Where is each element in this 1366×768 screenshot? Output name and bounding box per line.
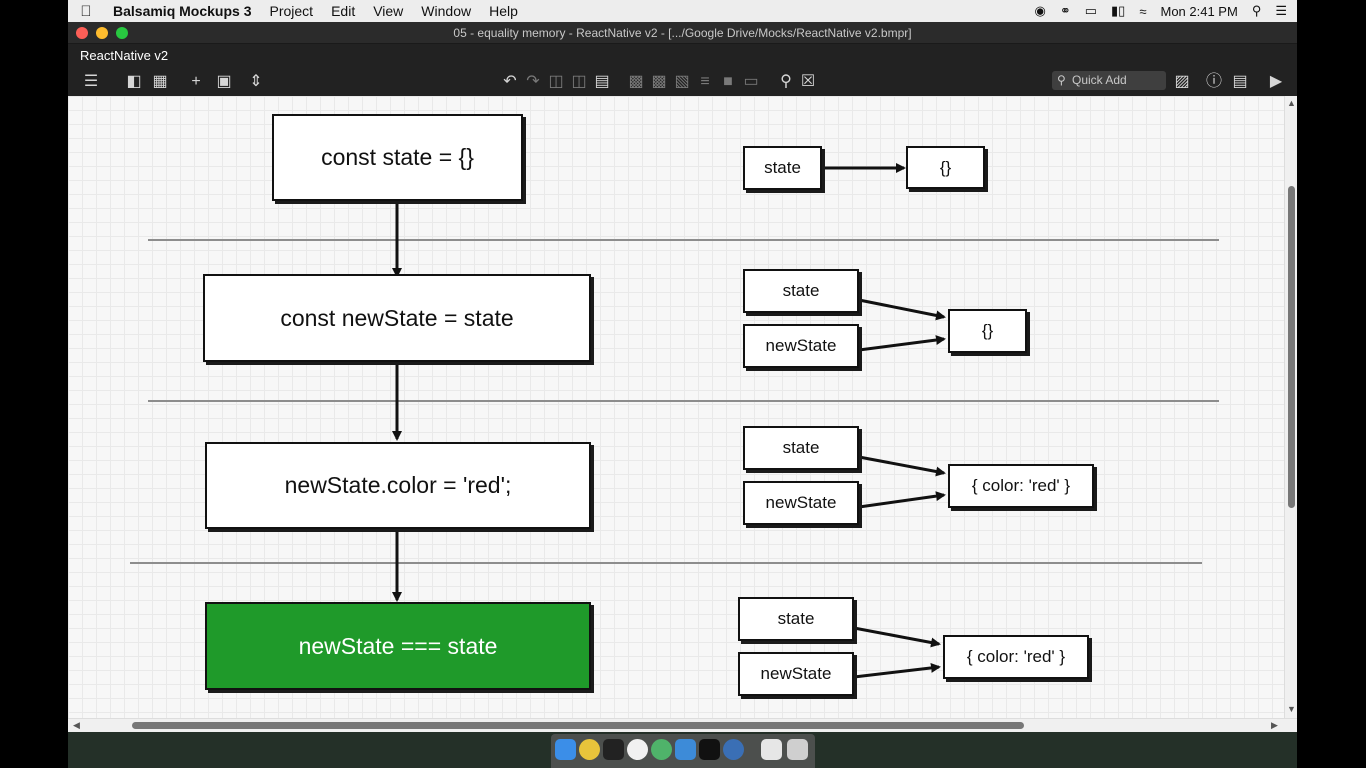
maximize-button[interactable] [116, 27, 128, 39]
close-box-icon[interactable]: ☒ [800, 73, 816, 90]
browser-icon[interactable] [651, 739, 672, 760]
apple-icon[interactable]:  [68, 3, 104, 20]
airplay-icon[interactable]: ▭ [1084, 3, 1098, 18]
window-titlebar: 05 - equality memory - ReactNative v2 - … [68, 22, 1297, 44]
notification-center-icon[interactable]: ☰ [1275, 3, 1287, 18]
ref-arrow [853, 662, 941, 679]
divider-line [130, 562, 1202, 564]
bring-forward-icon[interactable]: ▧ [674, 73, 690, 90]
dock [551, 734, 815, 768]
scroll-down-icon[interactable]: ▼ [1287, 704, 1296, 714]
copy-icon[interactable]: ◫ [548, 73, 564, 90]
documents-icon[interactable] [761, 739, 782, 760]
step-box-result[interactable]: newState === state [205, 602, 591, 690]
object-box[interactable]: { color: 'red' } [948, 464, 1094, 508]
menu-bar:  Balsamiq Mockups 3 Project Edit View W… [68, 0, 1297, 22]
minimize-button[interactable] [96, 27, 108, 39]
notes-icon[interactable]: ▤ [1232, 73, 1248, 90]
step-box[interactable]: newState.color = 'red'; [205, 442, 591, 529]
object-box[interactable]: {} [906, 146, 985, 189]
ref-arrow [853, 626, 941, 648]
battery-icon[interactable]: ▮▯ [1111, 3, 1126, 18]
vertical-scroll-thumb[interactable] [1288, 186, 1295, 508]
scroll-left-icon[interactable]: ◀ [73, 720, 80, 730]
scroll-up-icon[interactable]: ▲ [1287, 98, 1296, 108]
terminal-icon[interactable] [603, 739, 624, 760]
reference-box[interactable]: state [738, 597, 854, 641]
paste-icon[interactable]: ▤ [594, 73, 610, 90]
horizontal-scrollbar[interactable]: ◀ ▶ [68, 718, 1297, 732]
add-icon[interactable]: + [191, 73, 201, 90]
menu-app-name[interactable]: Balsamiq Mockups 3 [113, 3, 252, 19]
spotlight-icon[interactable]: ⚲ [1251, 3, 1262, 18]
ungroup-icon[interactable]: ▩ [651, 73, 667, 90]
search-icon[interactable]: ⚲ [780, 73, 792, 90]
layers-icon[interactable]: ▣ [216, 73, 232, 90]
reference-box[interactable]: state [743, 146, 822, 190]
xcode-icon[interactable] [675, 739, 696, 760]
step-box[interactable]: const state = {} [272, 114, 523, 201]
menu-icon[interactable]: ☰ [83, 73, 99, 90]
align-icon[interactable]: ≡ [700, 73, 710, 90]
ref-arrow [858, 335, 946, 352]
terminal-icon-2[interactable] [699, 739, 720, 760]
sort-icon[interactable]: ⇕ [249, 73, 263, 90]
quick-add-search-icon: ⚲ [1057, 73, 1066, 87]
quick-add-input[interactable]: ⚲ Quick Add [1052, 71, 1166, 90]
panel-toggle-icon[interactable]: ◧ [126, 73, 142, 90]
reference-box[interactable]: newState [738, 652, 854, 696]
ref-arrow [858, 491, 946, 509]
undo-icon[interactable]: ↶ [503, 73, 517, 90]
close-button[interactable] [76, 27, 88, 39]
menu-view[interactable]: View [373, 3, 404, 19]
divider-line [148, 239, 1219, 241]
menu-window[interactable]: Window [421, 3, 472, 19]
mockup-canvas[interactable]: const state = {} const newState = state … [68, 96, 1284, 718]
duplicate-icon[interactable]: ◫ [571, 73, 587, 90]
reference-box[interactable]: newState [743, 481, 859, 525]
glasses-icon[interactable]: ⚭ [1059, 3, 1071, 18]
grid-view-icon[interactable]: ▦ [152, 73, 168, 90]
ui-library-icon[interactable]: ▨ [1174, 73, 1190, 90]
lock-icon[interactable]: ■ [723, 73, 733, 90]
quick-add-placeholder: Quick Add [1072, 73, 1127, 87]
app-icon[interactable] [723, 739, 744, 760]
divider-line [148, 400, 1219, 402]
ref-arrow [858, 298, 946, 321]
redo-icon[interactable]: ↷ [526, 73, 540, 90]
window-title: 05 - equality memory - ReactNative v2 - … [453, 26, 912, 40]
object-box[interactable]: {} [948, 309, 1027, 353]
chrome-icon[interactable] [579, 739, 600, 760]
reference-box[interactable]: state [743, 426, 859, 470]
scroll-right-icon[interactable]: ▶ [1271, 720, 1278, 730]
finder-icon[interactable] [555, 739, 576, 760]
project-name: ReactNative v2 [80, 48, 169, 63]
info-icon[interactable]: ⓘ [1205, 73, 1222, 90]
wifi-icon[interactable]: ≈ [1139, 3, 1147, 19]
connector-arrows [392, 163, 946, 679]
group-icon[interactable]: ▩ [628, 73, 644, 90]
record-icon[interactable]: ◉ [1034, 3, 1046, 18]
horizontal-scroll-thumb[interactable] [132, 722, 1024, 729]
menu-edit[interactable]: Edit [331, 3, 356, 19]
step-box[interactable]: const newState = state [203, 274, 591, 362]
reference-box[interactable]: newState [743, 324, 859, 368]
menu-help[interactable]: Help [489, 3, 518, 19]
emoji-app-icon[interactable] [627, 739, 648, 760]
trash-icon[interactable] [787, 739, 808, 760]
object-box[interactable]: { color: 'red' } [943, 635, 1089, 679]
vertical-scrollbar[interactable]: ▲ ▼ [1284, 96, 1297, 718]
present-icon[interactable]: ▶ [1269, 73, 1283, 90]
ref-arrow [858, 455, 946, 477]
delete-icon[interactable]: ▭ [743, 73, 759, 90]
menu-project[interactable]: Project [269, 3, 314, 19]
reference-box[interactable]: state [743, 269, 859, 313]
app-toolbar: ReactNative v2 ☰ ◧ ▦ + ▣ ⇕ ↶ ↷ ◫ ◫ ▤ ▩ ▩… [68, 44, 1297, 96]
clock[interactable]: Mon 2:41 PM [1160, 3, 1238, 19]
